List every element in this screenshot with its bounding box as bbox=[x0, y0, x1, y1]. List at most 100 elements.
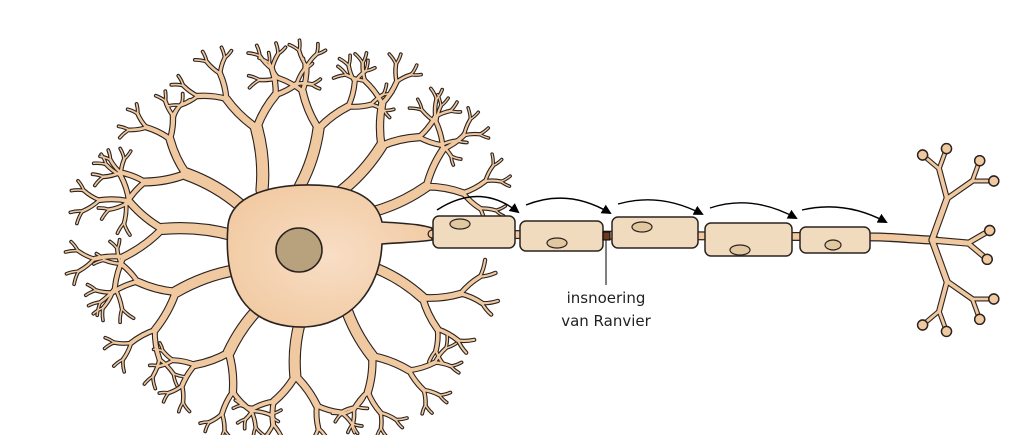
dendrite-branch-fill bbox=[295, 123, 324, 191]
dendrite-branch-fill bbox=[92, 162, 107, 166]
conduction-arrow bbox=[525, 197, 612, 215]
dendrite-branch-fill bbox=[108, 202, 128, 211]
dendrite-branch-fill bbox=[120, 225, 166, 260]
dendrite-branch-fill bbox=[435, 327, 460, 343]
dendrite-branch-fill bbox=[96, 301, 102, 317]
dendrite-branch-fill bbox=[73, 270, 80, 285]
dendrite-branch-fill bbox=[81, 198, 101, 213]
dendrite-branch-fill bbox=[292, 372, 320, 409]
dendrite-branch-fill bbox=[346, 102, 374, 109]
dendrite-branch-fill bbox=[158, 391, 170, 394]
dendrite-branch-fill bbox=[270, 399, 276, 427]
dendrite-branch-fill bbox=[417, 114, 438, 140]
dendrite-branch-fill bbox=[479, 207, 497, 212]
dendrite-branch-fill bbox=[231, 389, 254, 413]
dendrite-branch-fill bbox=[395, 73, 413, 84]
dendrite-branch-fill bbox=[435, 88, 443, 100]
dendrite-branch-fill bbox=[112, 254, 126, 290]
node-label-line2: van Ranvier bbox=[561, 312, 651, 330]
dendrite-branch-fill bbox=[167, 384, 184, 395]
dendrite-branch-fill bbox=[86, 283, 97, 292]
dendrite-branch-fill bbox=[423, 146, 446, 190]
dendrite-branch-fill bbox=[143, 375, 154, 385]
dendrite-branch-fill bbox=[433, 97, 438, 118]
dendrite-branch-fill bbox=[347, 54, 351, 67]
dendrite-branch-fill bbox=[352, 390, 370, 412]
dendrite-branch-fill bbox=[305, 53, 318, 68]
dendrite-branch-fill bbox=[366, 390, 383, 415]
dendrite-branch-fill bbox=[500, 175, 511, 183]
dendrite-branch-fill bbox=[152, 375, 157, 390]
dendrite-branch-fill bbox=[288, 43, 300, 52]
dendrite-branch-fill bbox=[354, 53, 364, 64]
dendrite-branch-fill bbox=[337, 65, 348, 76]
terminal-branch-fill bbox=[945, 279, 975, 301]
terminal-branch-fill bbox=[929, 237, 971, 246]
dendrite-branch-fill bbox=[364, 353, 376, 395]
dendrite-branch-fill bbox=[419, 290, 464, 301]
dendrite-branch-fill bbox=[491, 153, 494, 167]
dendrite-branch-fill bbox=[275, 42, 279, 55]
dendrite-branch-fill bbox=[236, 418, 247, 424]
cell-body bbox=[226, 184, 433, 328]
dendrite-branch-fill bbox=[223, 49, 233, 59]
dendrite-branch-fill bbox=[258, 76, 280, 82]
dendrite-branch-fill bbox=[97, 197, 131, 203]
dendrite-branch-fill bbox=[95, 252, 106, 261]
dendrite-branch-fill bbox=[347, 423, 354, 434]
dendrite-branch-fill bbox=[116, 222, 125, 234]
synaptic-terminal bbox=[988, 175, 1000, 187]
dendrite-branch-fill bbox=[159, 342, 164, 352]
terminal-branch-fill bbox=[929, 237, 950, 284]
dendrite-branch-fill bbox=[484, 164, 495, 183]
myelin-segment bbox=[432, 215, 516, 249]
schwann-nucleus bbox=[729, 244, 751, 256]
dendrite-branch-fill bbox=[205, 60, 222, 75]
dendrite-branch-fill bbox=[118, 261, 140, 284]
dendrite-branch-fill bbox=[101, 307, 104, 322]
dendrite-branch-fill bbox=[369, 353, 413, 374]
dendrite-branch-fill bbox=[101, 291, 114, 310]
dendrite-branch-fill bbox=[248, 79, 261, 89]
dendrite-branch-fill bbox=[101, 208, 111, 220]
dendrite-branch-fill bbox=[104, 336, 116, 344]
dendrite-branch-fill bbox=[220, 412, 226, 432]
dendrite-branch-fill bbox=[353, 69, 367, 84]
dendrite-branch-fill bbox=[300, 64, 309, 94]
synaptic-terminal bbox=[984, 224, 996, 237]
dendrite-branch-fill bbox=[77, 257, 96, 273]
dendrite-branch-fill bbox=[116, 238, 121, 250]
dendrite-branch-fill bbox=[422, 388, 427, 407]
dendrite-branch-fill bbox=[113, 341, 133, 345]
dendrite-branch-fill bbox=[479, 133, 490, 139]
dendrite-branch-fill bbox=[177, 75, 185, 87]
dendrite-branch-fill bbox=[395, 53, 402, 65]
dendrite-branch-fill bbox=[122, 202, 128, 225]
dendrite-branch-fill bbox=[364, 67, 376, 72]
dendrite-branch-fill bbox=[315, 403, 343, 415]
node-label-line1: insnoering bbox=[567, 289, 646, 307]
dendrite-branch-fill bbox=[253, 91, 280, 132]
dendrite-branch-fill bbox=[222, 95, 260, 132]
dendrite-branch-fill bbox=[180, 168, 246, 211]
dendrite-branch-fill bbox=[180, 363, 197, 388]
dendrite-branch-fill bbox=[315, 49, 327, 55]
dendrite-branch-fill bbox=[119, 158, 126, 177]
dendrite-branch-fill bbox=[462, 118, 472, 137]
dendrite-branch-fill bbox=[407, 368, 426, 392]
dendrites bbox=[63, 38, 512, 435]
dendrite-branch-fill bbox=[167, 113, 176, 142]
dendrite-branch-fill bbox=[370, 263, 427, 303]
dendrite-branch-fill bbox=[251, 122, 269, 196]
dendrite-branch-fill bbox=[332, 74, 348, 79]
dendrite-branch-fill bbox=[457, 339, 468, 354]
dendrite-branch-fill bbox=[123, 150, 132, 160]
synaptic-terminal bbox=[940, 325, 953, 338]
dendrite-branch-fill bbox=[461, 179, 488, 195]
dendrite-branch-fill bbox=[97, 207, 111, 211]
terminal-branch-fill bbox=[945, 179, 975, 201]
dendrite-branch-fill bbox=[395, 417, 408, 421]
dendrite-branch-fill bbox=[64, 249, 79, 253]
dendrite-branch-fill bbox=[149, 364, 160, 367]
